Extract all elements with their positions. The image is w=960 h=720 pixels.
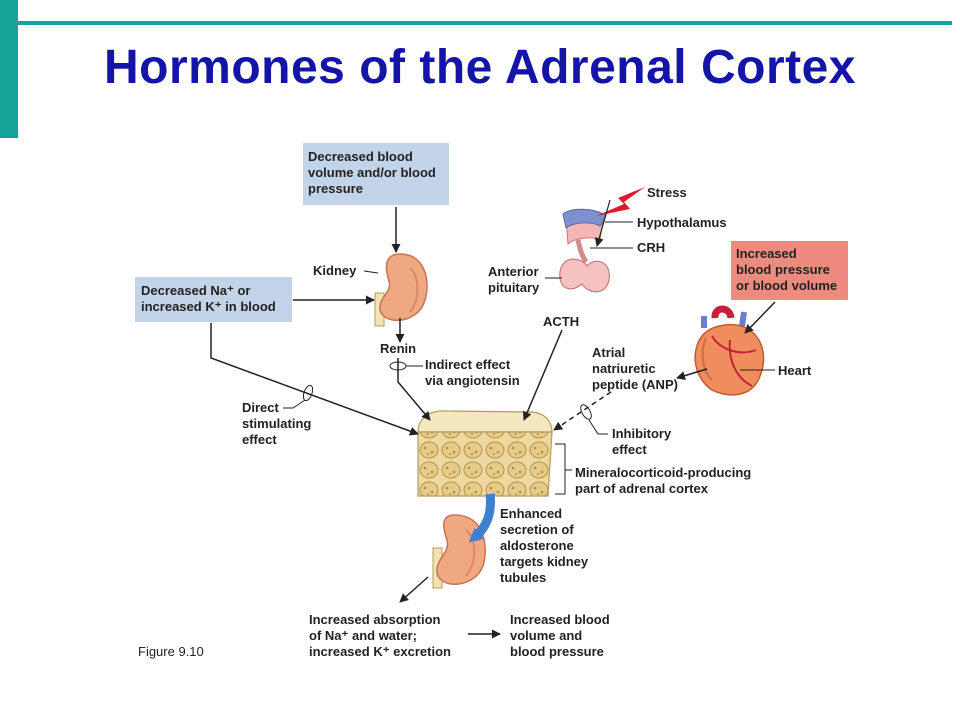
box-decreased-na-text: Decreased Na⁺ or increased K⁺ in blood — [141, 283, 276, 314]
pituitary-illustration — [559, 208, 610, 293]
enhanced-secretion-label: Enhanced secretion of aldosterone target… — [500, 506, 592, 585]
stress-bolt-icon — [596, 187, 645, 216]
arrows — [210, 199, 776, 639]
anterior-pituitary-label: Anterior pituitary — [488, 264, 542, 295]
kidney-upper-illustration — [374, 253, 428, 327]
mineralocorticoid-label: Mineralocorticoid-producing part of adre… — [575, 465, 755, 496]
direct-effect-label: Direct stimulating effect — [242, 400, 315, 447]
accent-line — [18, 21, 952, 25]
anp-label: Atrial natriuretic peptide (ANP) — [592, 345, 678, 392]
kidney-label: Kidney — [313, 263, 357, 278]
box-increased-bp — [731, 241, 848, 300]
box-decreased-na — [135, 277, 292, 322]
callout-lines — [283, 361, 608, 495]
box-decreased-blood-text: Decreased blood volume and/or blood pres… — [308, 149, 439, 196]
heart-illustration — [694, 305, 765, 396]
accent-bar — [0, 0, 18, 138]
acth-label: ACTH — [543, 314, 579, 329]
renin-label: Renin — [380, 341, 416, 356]
inhibitory-effect-label: Inhibitory effect — [612, 426, 675, 457]
figure-caption: Figure 9.10 — [138, 644, 204, 659]
kidney-lower-illustration — [432, 514, 486, 589]
stress-label: Stress — [647, 185, 687, 200]
secretion-arrow — [468, 493, 495, 543]
box-increased-bp-text: Increased blood pressure or blood volume — [736, 246, 837, 293]
indirect-effect-label: Indirect effect via angiotensin — [425, 357, 520, 388]
increased-volume-label: Increased blood volume and blood pressur… — [510, 612, 613, 659]
increased-absorption-label: Increased absorption of Na⁺ and water; i… — [309, 612, 451, 659]
adrenal-cortex-illustration — [417, 410, 553, 497]
box-decreased-blood — [303, 143, 449, 205]
slide-title: Hormones of the Adrenal Cortex — [104, 41, 856, 94]
hypothalamus-label: Hypothalamus — [637, 215, 727, 230]
crh-label: CRH — [637, 240, 665, 255]
heart-label: Heart — [778, 363, 812, 378]
